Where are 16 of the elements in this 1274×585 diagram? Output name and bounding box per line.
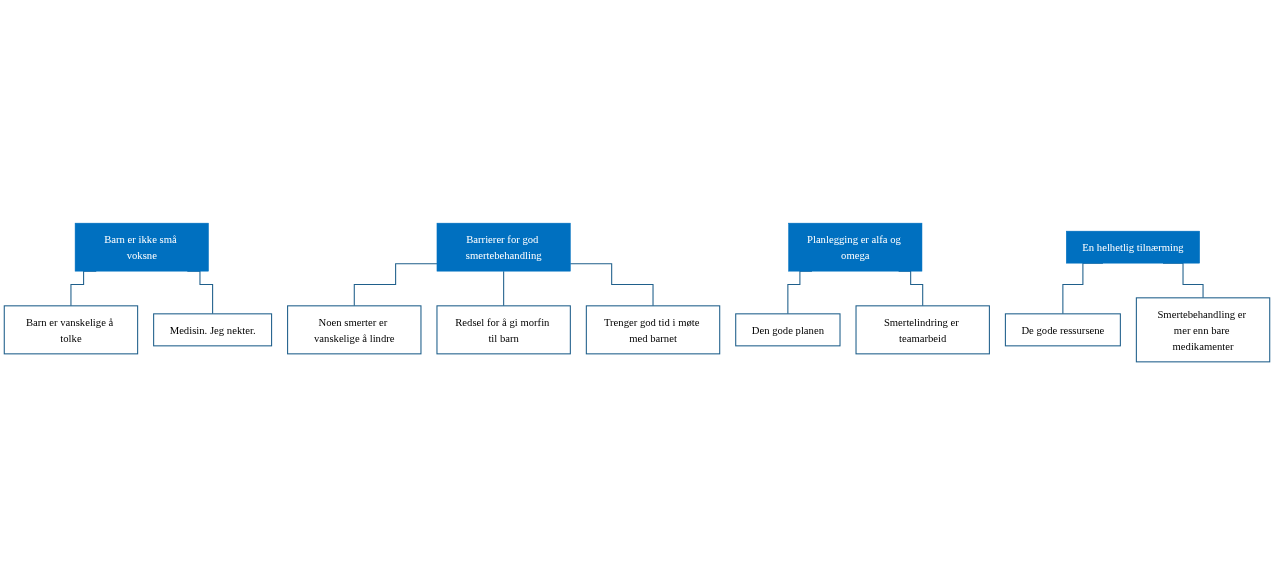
node-box: En helhetlig tilnærming xyxy=(1066,230,1200,264)
node-box: Planlegging er alfa og omega xyxy=(788,222,923,272)
connector xyxy=(503,270,505,307)
connector xyxy=(353,263,438,307)
node-box: Barn er vanskelige å tolke xyxy=(3,305,139,355)
node-box: Barrierer for god smertebehandling xyxy=(436,222,571,272)
node-box: Medisin. Jeg nekter. xyxy=(153,313,273,347)
node-box: Redsel for å gi morfin til barn xyxy=(436,305,571,355)
connector xyxy=(569,263,654,307)
node-box: Den gode planen xyxy=(735,313,841,347)
node-box: Noen smerter er vanskelige å lindre xyxy=(287,305,422,355)
node-box: Trenger god tid i møte med barnet xyxy=(585,305,721,355)
node-box: Smertebehandling er mer enn bare medikamenter xyxy=(1135,297,1271,363)
node-box: Barn er ikke små voksne xyxy=(74,222,209,272)
node-box: De gode ressursene xyxy=(1004,313,1121,347)
node-box: Smertelindring er teamarbeid xyxy=(855,305,990,355)
